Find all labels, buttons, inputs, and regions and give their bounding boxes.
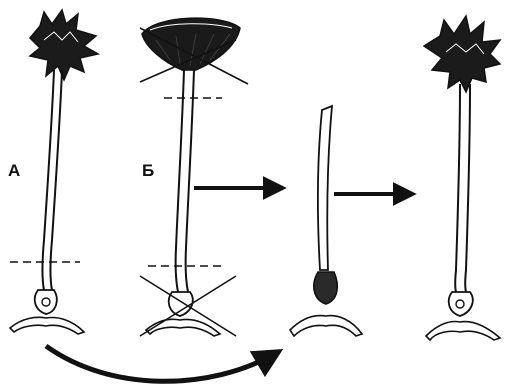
isolated-stalk [290, 106, 362, 336]
regenerated-organism-head [424, 16, 500, 92]
organism-a: А [8, 10, 98, 334]
organism-a-base [10, 290, 84, 334]
organism-b: Б [140, 18, 248, 336]
regenerated-organism-base [426, 292, 500, 340]
organism-b-stalk [176, 70, 194, 292]
curved-arrow [46, 346, 278, 381]
regenerated-organism-stalk [455, 84, 470, 292]
label-a: А [8, 161, 20, 180]
label-b: Б [142, 161, 154, 180]
regenerated-organism [424, 16, 500, 340]
organism-a-head [30, 10, 98, 80]
organism-b-base [146, 292, 220, 336]
organism-a-stalk [43, 70, 63, 290]
